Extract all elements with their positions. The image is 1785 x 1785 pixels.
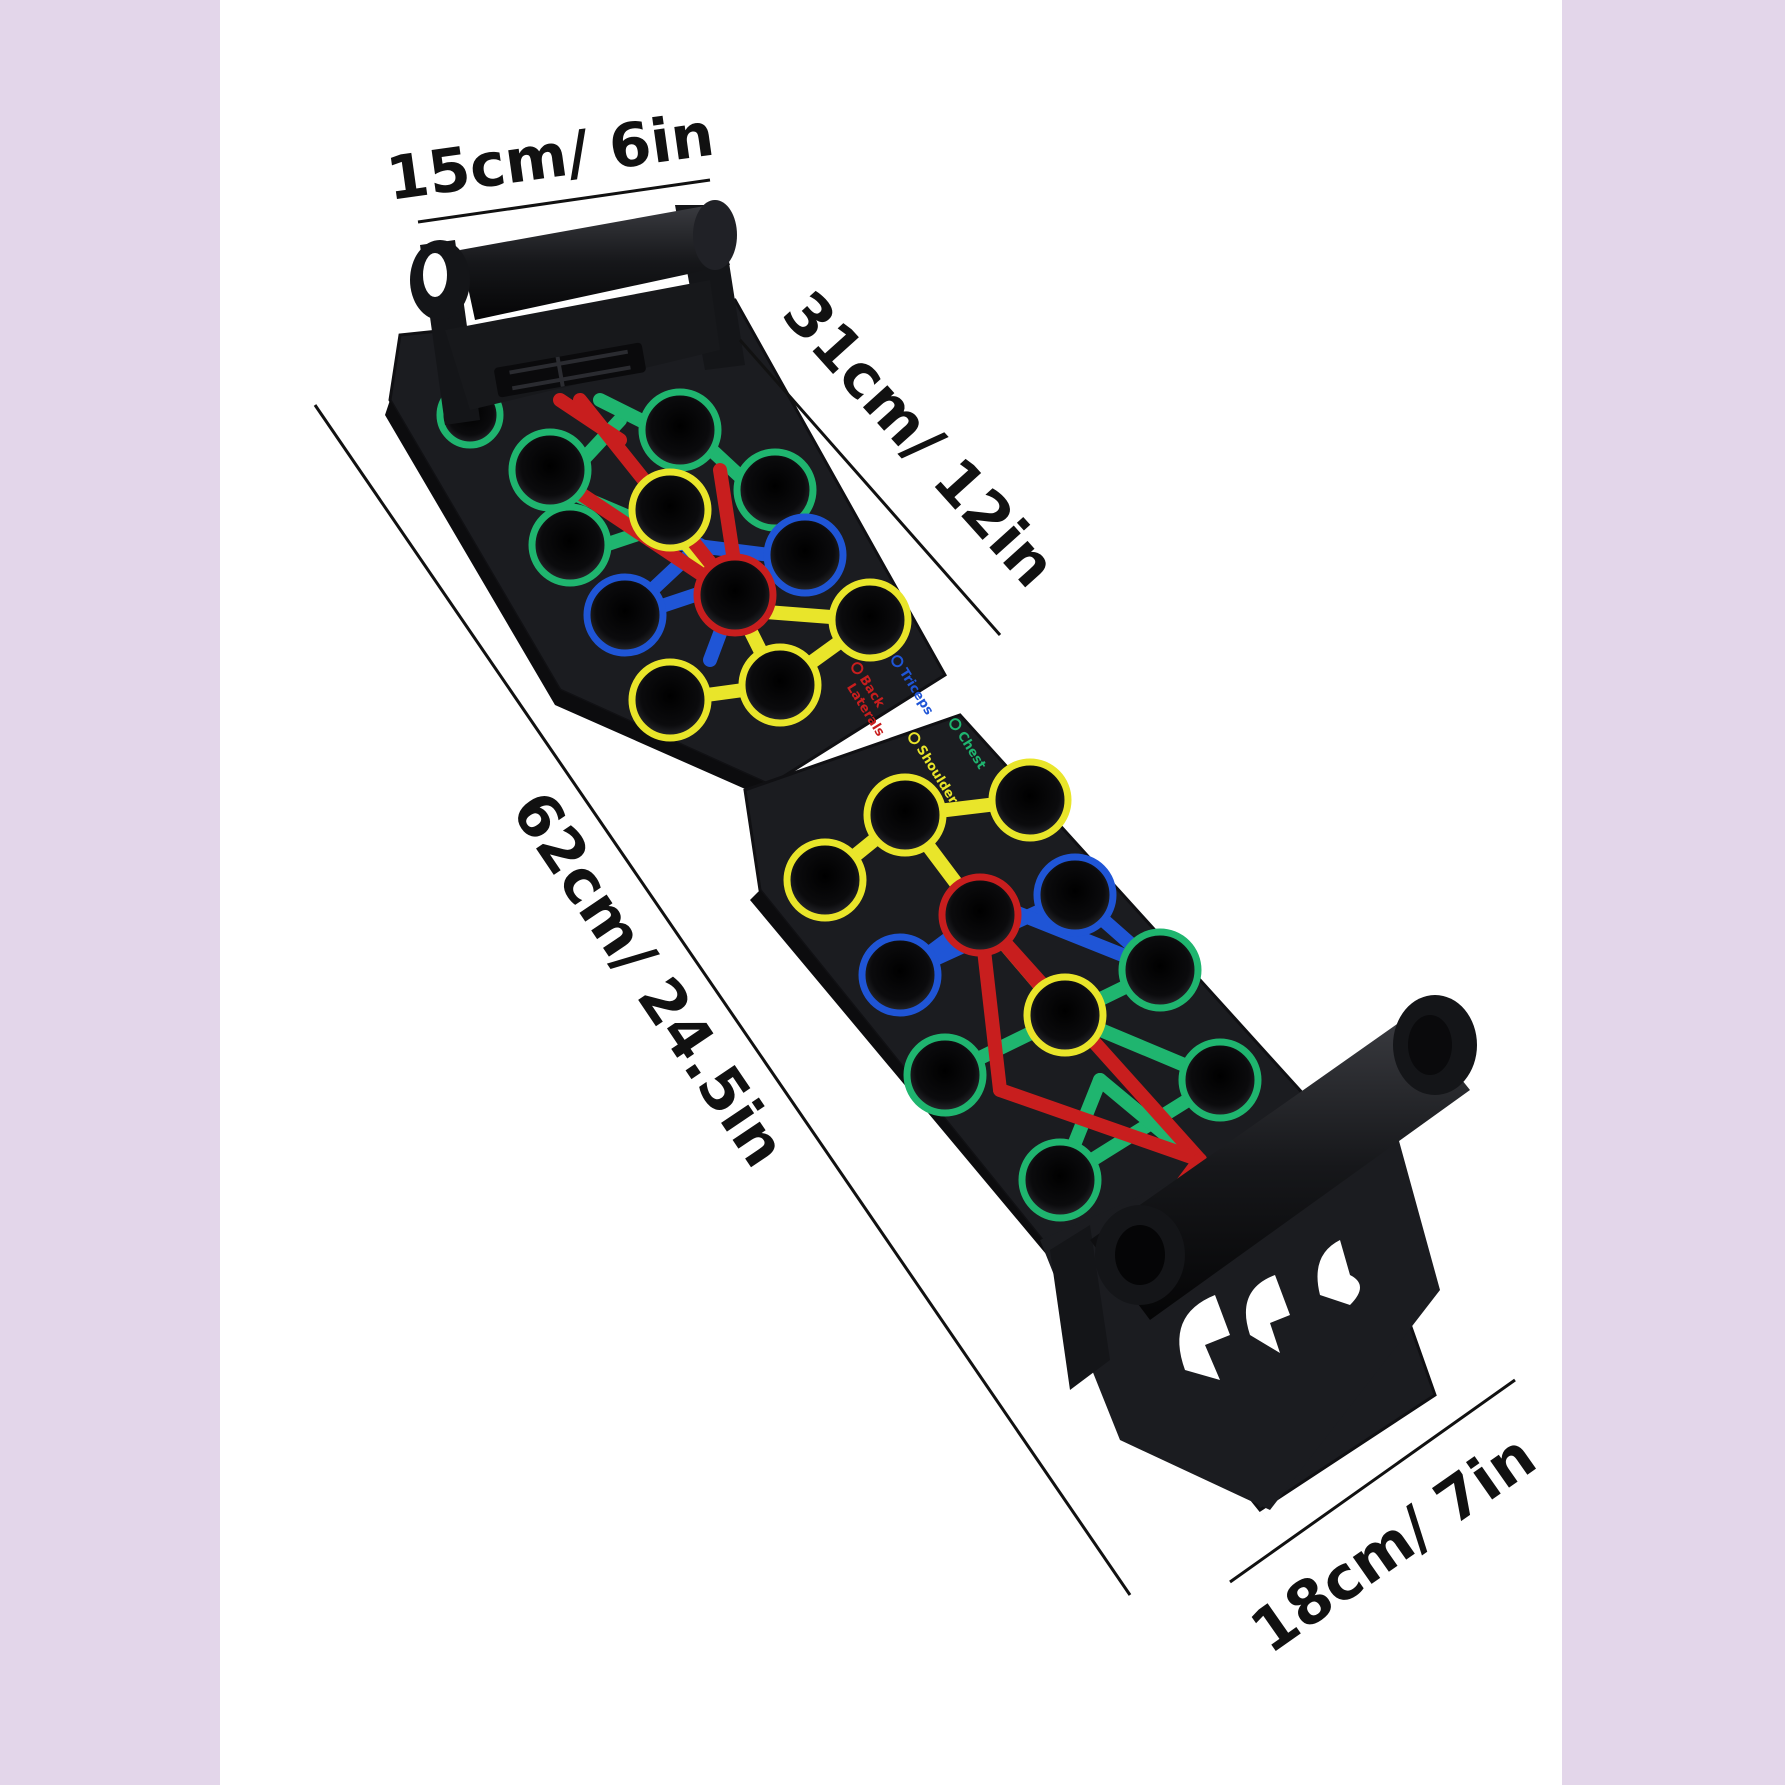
left-background-strip: [0, 0, 220, 1785]
hole-red-1: [693, 553, 777, 637]
hole-yellow-8: [1023, 973, 1107, 1057]
bottom-width-line: [1229, 1378, 1516, 1584]
hole-blue-1: [763, 513, 847, 597]
half-length-line: [738, 339, 1002, 636]
hole-green-9: [1018, 1138, 1102, 1222]
hole-red-2: [938, 873, 1022, 957]
upper-holes: [436, 381, 912, 742]
top-width-label: 15cm/ 6in: [382, 100, 718, 215]
total-length-line: [313, 404, 1132, 1596]
right-background-strip: [1562, 0, 1782, 1785]
hole-green-1: [508, 428, 592, 512]
hole-yellow-6: [988, 758, 1072, 842]
hole-yellow-4: [738, 643, 822, 727]
hole-blue-4: [858, 933, 942, 1017]
hole-green-7: [903, 1033, 987, 1117]
hole-yellow-3: [628, 658, 712, 742]
lower-holes: [783, 758, 1262, 1222]
hole-green-6: [1118, 928, 1202, 1012]
hole-yellow-2: [828, 578, 912, 662]
hole-yellow-7: [783, 838, 867, 922]
hole-green-2: [638, 388, 722, 472]
bottom-handle: [1040, 995, 1477, 1510]
hole-green-3: [528, 503, 612, 587]
top-handle: [410, 200, 745, 425]
hole-green-8: [1178, 1038, 1262, 1122]
hole-yellow-1: [628, 468, 712, 552]
hole-yellow-5: [863, 773, 947, 857]
hole-blue-3: [1033, 853, 1117, 937]
hole-blue-2: [583, 573, 667, 657]
dimension-lines: [313, 178, 1516, 1596]
top-width-line: [417, 178, 711, 224]
